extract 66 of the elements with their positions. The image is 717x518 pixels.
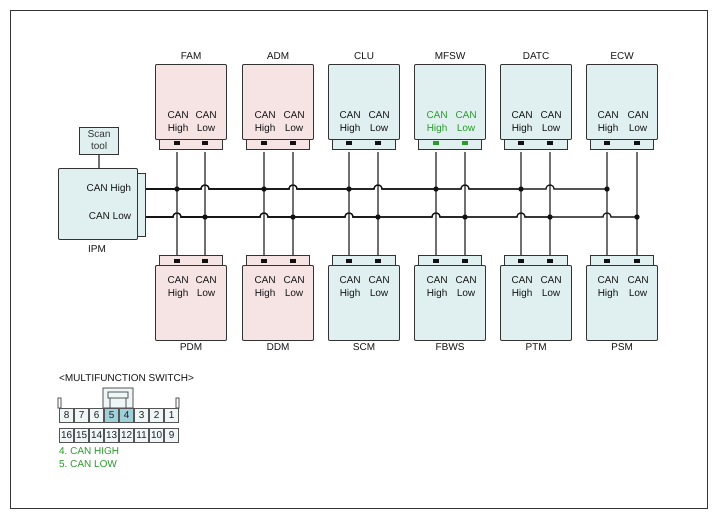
pin-number: 15 (74, 428, 89, 443)
pin-label: CAN High (166, 274, 190, 300)
control-module (499, 50, 573, 150)
control-module (154, 50, 228, 150)
pin-label: CAN Low (194, 109, 218, 135)
pin-label: CAN Low (626, 274, 650, 300)
module-name: IPM (88, 244, 106, 255)
connector-title: <MULTIFUNCTION SWITCH> (59, 373, 194, 384)
control-module (413, 50, 487, 150)
pin-number: 4 (119, 408, 134, 423)
module-name: PTM (525, 341, 547, 355)
module-name: SCM (352, 341, 376, 355)
pin-number: 13 (104, 428, 119, 443)
pin-label: CAN High (338, 109, 362, 135)
pin-number: 6 (89, 408, 104, 423)
module-name: ADM (266, 50, 290, 64)
pin-label: CAN High (596, 274, 620, 300)
pin-label: CAN High (425, 274, 449, 300)
pin-label: CAN High (425, 109, 449, 135)
pin-label: CAN High (338, 274, 362, 300)
pin-label: CAN Low (367, 274, 391, 300)
pin-label: CAN High (596, 109, 620, 135)
pin-number: 7 (74, 408, 89, 423)
pin-label: CAN Low (626, 109, 650, 135)
pin-label: CAN Low (454, 109, 478, 135)
pin-label: CAN High (166, 109, 190, 135)
module-name: ECW (610, 50, 634, 64)
pin-label: CAN Low (194, 274, 218, 300)
pin-label: CAN Low (454, 274, 478, 300)
pin-label: CAN Low (539, 109, 563, 135)
pin-number: 8 (59, 408, 74, 423)
pin-label: CAN High (510, 109, 534, 135)
wire (98, 155, 100, 168)
pin-label: CAN High (86, 183, 131, 194)
pin-note: 5. CAN LOW (59, 459, 117, 470)
control-module (327, 50, 401, 150)
pin-number: 9 (164, 428, 179, 443)
pin-label: CAN Low (367, 109, 391, 135)
pin-label: CAN Low (539, 274, 563, 300)
pin-number: 1 (164, 408, 179, 423)
pin-number: 14 (89, 428, 104, 443)
control-module (585, 50, 659, 150)
pin-label: CAN Low (282, 274, 306, 300)
module-name: FBWS (436, 341, 464, 355)
pin-number: 2 (149, 408, 164, 423)
module-name: PSM (611, 341, 633, 355)
pin-label: CAN Low (88, 211, 131, 222)
pin-note: 4. CAN HIGH (59, 446, 120, 457)
pin-label: CAN High (253, 109, 277, 135)
module-name: DDM (266, 341, 290, 355)
pin-number: 11 (134, 428, 149, 443)
module-name: FAM (180, 50, 202, 64)
pin-number: 16 (59, 428, 74, 443)
module-name: MFSW (434, 50, 466, 64)
pin-number: 3 (134, 408, 149, 423)
pin-label: CAN High (510, 274, 534, 300)
module-name: PDM (180, 341, 202, 355)
module-name: CLU (354, 50, 374, 64)
pin-label: CAN High (253, 274, 277, 300)
pin-number: 5 (104, 408, 119, 423)
pin-label: CAN Low (282, 109, 306, 135)
control-module (241, 50, 315, 150)
pin-number: 10 (149, 428, 164, 443)
module-name: DATC (522, 50, 550, 64)
scan-tool-box: Scan tool (79, 127, 119, 155)
pin-number: 12 (119, 428, 134, 443)
